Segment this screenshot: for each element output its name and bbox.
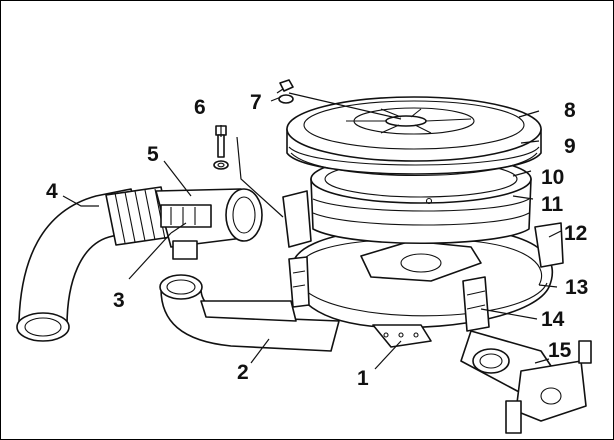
nut-washer-part-7 [278, 79, 402, 120]
callout-1: 1 [357, 367, 369, 390]
callout-labels: 1 2 3 4 5 6 7 8 9 10 11 12 13 14 15 [46, 91, 588, 390]
callout-12: 12 [564, 222, 587, 245]
clamp-clip-parts [282, 190, 564, 332]
callout-2: 2 [237, 361, 249, 384]
leader-lines [62, 88, 562, 370]
callout-13: 13 [565, 276, 588, 299]
callout-5: 5 [147, 143, 159, 166]
callout-10: 10 [541, 166, 564, 189]
callout-7: 7 [250, 91, 262, 114]
air-flow-housing-part-5 [155, 188, 263, 260]
callout-15: 15 [548, 339, 572, 362]
callout-14: 14 [541, 308, 565, 331]
callout-4: 4 [46, 180, 58, 203]
housing-cover-part-8 [286, 96, 542, 176]
lower-housing-part-13 [291, 226, 592, 434]
callout-8: 8 [564, 99, 576, 122]
callout-6: 6 [194, 96, 206, 119]
connector-tube-part-2 [159, 274, 340, 352]
callout-11: 11 [541, 193, 564, 216]
intake-hose-part-4 [16, 186, 172, 342]
callout-3: 3 [113, 289, 125, 312]
callout-9: 9 [564, 135, 576, 158]
